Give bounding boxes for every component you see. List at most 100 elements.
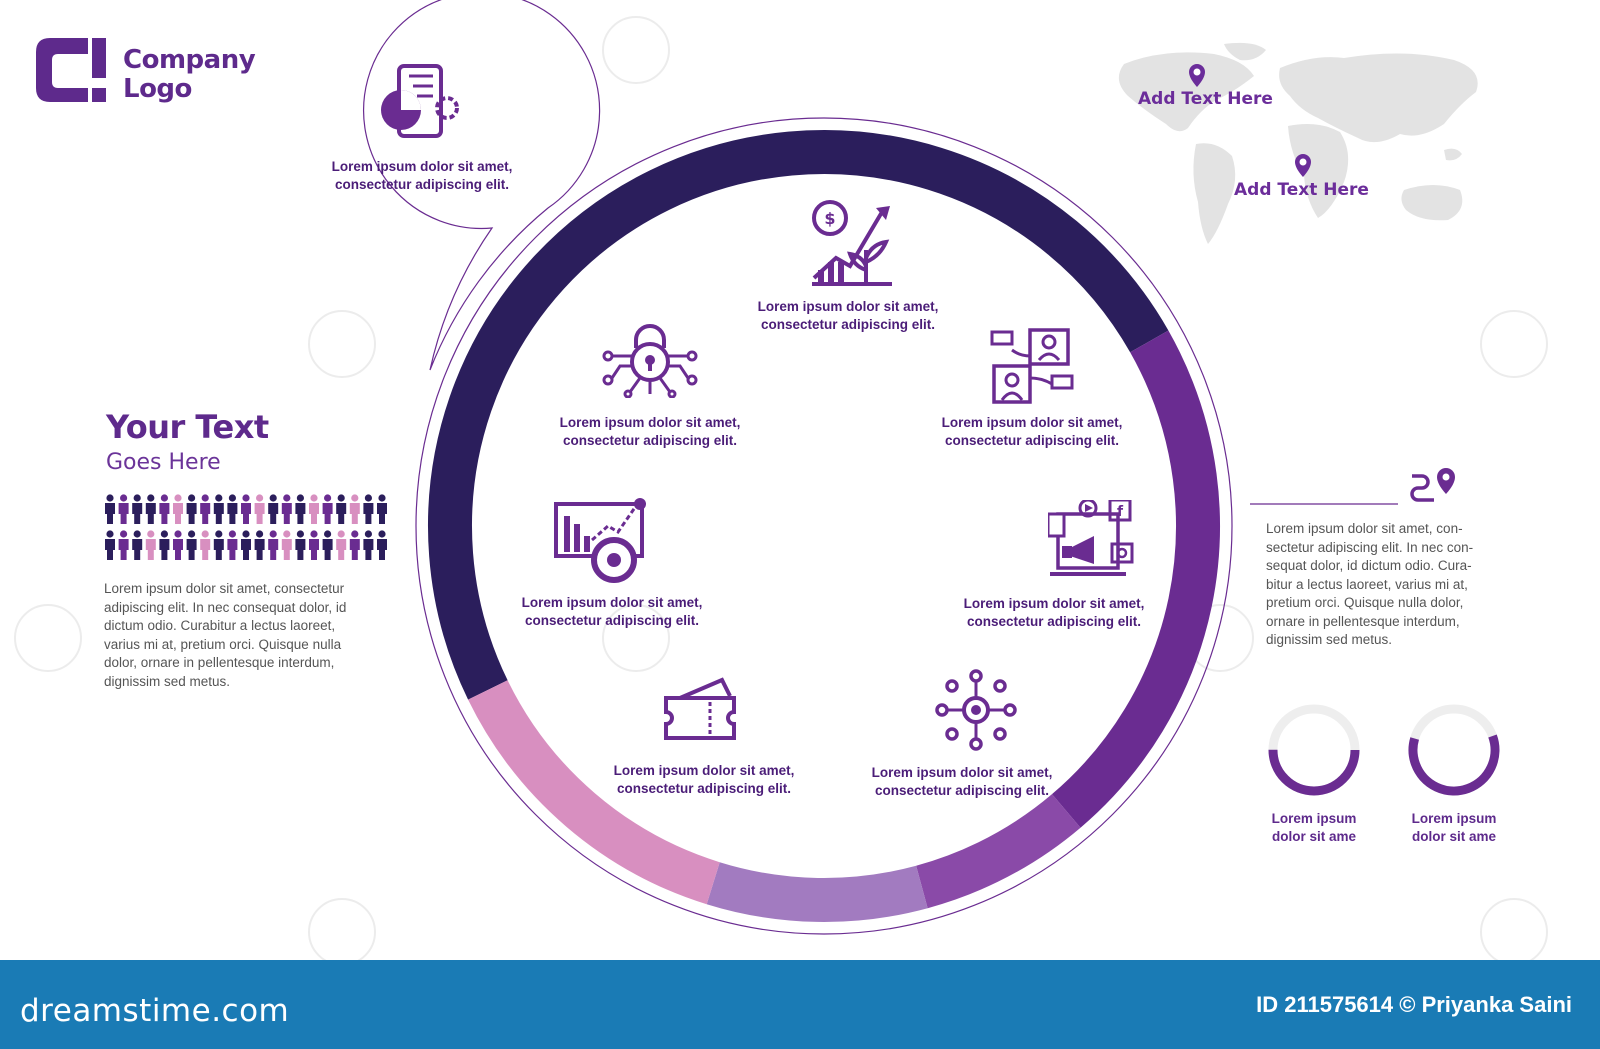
ring-segment — [428, 130, 1220, 922]
callout-text-ticket: Lorem ipsum dolor sit amet, consectetur … — [598, 762, 810, 798]
paragraph-line: sequat dolor, id dictum odio. Cura- — [1266, 558, 1472, 573]
headline-subtitle: Goes Here — [106, 450, 221, 475]
person-icon — [200, 530, 211, 560]
person-icon — [349, 494, 360, 524]
person-icon — [186, 494, 197, 524]
ring-segment — [428, 130, 1220, 922]
gauge-label: Lorem ipsum dolor sit ame — [1254, 810, 1374, 846]
person-icon — [281, 530, 292, 560]
company-logo-icon — [36, 38, 106, 102]
callout-line-2: consectetur adipiscing elit. — [944, 433, 1120, 448]
person-icon — [227, 494, 238, 524]
gauge-label: Lorem ipsum dolor sit ame — [1394, 810, 1514, 846]
paragraph-line: sectetur adipiscing elit. In nec con- — [1266, 539, 1474, 555]
callout-line-1: Lorem ipsum dolor sit amet, — [757, 299, 939, 314]
route-pin-icon — [1410, 468, 1455, 502]
paragraph-line: ornare in pellentesque interdum, — [1266, 613, 1460, 629]
person-icon — [322, 494, 333, 524]
paragraph-line: dignissim sed metus. — [104, 673, 231, 689]
person-icon — [173, 530, 183, 560]
callout-text-marketing: Lorem ipsum dolor sit amet, consectetur … — [948, 595, 1160, 631]
paragraph-line: adipiscing elit. In nec consequat dolor,… — [104, 599, 347, 615]
footer-bar — [0, 960, 1600, 1049]
ring-diagram — [363, 0, 1398, 935]
watermark-mark — [308, 310, 376, 378]
callout-text-network: Lorem ipsum dolor sit amet, consectetur … — [856, 764, 1068, 800]
watermark-mark — [602, 16, 670, 84]
callout-line-1: Lorem ipsum dolor sit amet, — [521, 595, 703, 610]
person-icon — [173, 494, 183, 524]
person-icon — [118, 530, 129, 560]
person-icon — [377, 494, 387, 524]
logo-line-2: Logo — [123, 74, 192, 104]
map-pin-icon — [1295, 154, 1311, 177]
callout-bubble-outline — [363, 0, 601, 371]
callout-line-2: consectetur adipiscing elit. — [616, 781, 792, 796]
gauge — [1268, 704, 1360, 796]
network-hub-icon — [935, 669, 1017, 751]
person-icon — [145, 494, 156, 524]
person-icon — [268, 530, 279, 560]
person-icon — [159, 530, 170, 560]
person-icon — [309, 530, 319, 560]
progress-ring — [428, 130, 1220, 922]
callout-line-2: consectetur adipiscing elit. — [874, 783, 1050, 798]
callout-text-growth: Lorem ipsum dolor sit amet, consectetur … — [742, 298, 954, 334]
map-pin-icon — [1189, 64, 1205, 87]
logo-line-1: Company — [123, 45, 256, 75]
ring-segment — [428, 130, 1220, 922]
gauge-fill — [1268, 704, 1360, 796]
callout-line-2: consectetur adipiscing elit. — [524, 613, 700, 628]
person-icon — [213, 494, 224, 524]
callout-text-mobile-chart: Lorem ipsum dolor sit amet, consectetur … — [316, 158, 528, 194]
growth-chart-icon: $ — [812, 200, 892, 286]
person-icon — [241, 494, 251, 524]
person-icon — [105, 494, 115, 524]
watermark-mark — [14, 604, 82, 672]
map-pin-label: Add Text Here — [1234, 180, 1369, 200]
paragraph-line: pretium orci. Quisque nulla dolor, — [1266, 595, 1464, 610]
callout-line-1: Lorem ipsum dolor sit amet, — [963, 596, 1145, 611]
paragraph-line: dictum odio. Curabitur a lectus laoreet, — [104, 618, 336, 633]
paragraph-line: bitur a lectus laoreet, varius mi at, — [1266, 576, 1468, 592]
person-icon — [254, 530, 265, 560]
gauge-label-line-2: dolor sit ame — [1271, 829, 1357, 844]
watermark-mark — [602, 604, 670, 672]
paragraph-line: Lorem ipsum dolor sit amet, consectetur — [104, 581, 345, 596]
person-icon — [336, 530, 347, 560]
analytics-target-icon — [554, 498, 646, 583]
map-pin-label: Add Text Here — [1138, 89, 1273, 109]
person-icon — [377, 530, 387, 560]
gauge-fill — [1408, 704, 1500, 796]
person-icon — [281, 494, 292, 524]
social-marketing-icon: f — [1048, 500, 1134, 576]
person-icon — [227, 530, 238, 560]
right-paragraph: Lorem ipsum dolor sit amet, con- sectetu… — [1266, 520, 1526, 650]
callout-text-security: Lorem ipsum dolor sit amet, consectetur … — [544, 414, 756, 450]
footer-brand[interactable]: dreamstime.com — [20, 993, 290, 1029]
person-icon — [132, 494, 143, 524]
gauge — [1408, 704, 1500, 796]
callout-text-users: Lorem ipsum dolor sit amet, consectetur … — [926, 414, 1138, 450]
user-connection-icon — [990, 328, 1074, 404]
paragraph-line: Lorem ipsum dolor sit amet, con- — [1266, 521, 1463, 536]
callout-line-1: Lorem ipsum dolor sit amet, — [613, 763, 795, 778]
person-icon — [159, 494, 170, 524]
security-network-icon — [602, 324, 698, 398]
left-paragraph: Lorem ipsum dolor sit amet, consectetur … — [104, 580, 394, 691]
outer-circle-outline — [415, 117, 1233, 935]
paragraph-line: dignissim sed metus. — [1266, 632, 1393, 647]
ticket-icon — [664, 677, 736, 740]
gauge-label-line-1: Lorem ipsum — [1411, 811, 1497, 826]
callout-text-analytics: Lorem ipsum dolor sit amet, consectetur … — [506, 594, 718, 630]
headline-title: Your Text — [106, 408, 269, 446]
callout-line-1: Lorem ipsum dolor sit amet, — [941, 415, 1123, 430]
person-icon — [268, 494, 279, 524]
person-icon — [295, 530, 306, 560]
person-icon — [105, 530, 115, 560]
person-icon — [254, 494, 265, 524]
callout-line-1: Lorem ipsum dolor sit amet, — [559, 415, 741, 430]
person-icon — [118, 494, 129, 524]
paragraph-line: varius mi at, pretium orci. Quisque null… — [104, 636, 342, 652]
person-icon — [241, 530, 251, 560]
